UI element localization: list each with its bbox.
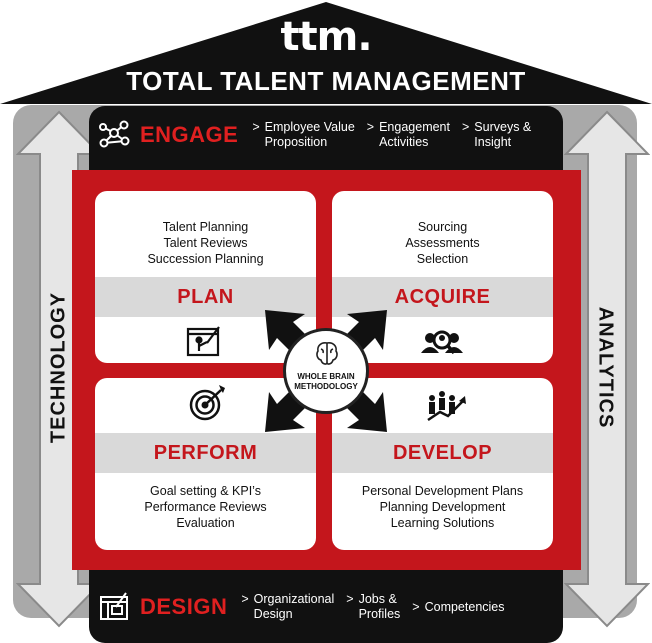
technology-arrow (16, 110, 102, 628)
chevron-right-icon: > (241, 592, 249, 606)
acquire-list: Sourcing Assessments Selection (405, 220, 480, 266)
develop-title: DEVELOP (332, 433, 553, 473)
roof (0, 2, 652, 104)
technology-label: TECHNOLOGY (47, 291, 70, 444)
network-icon (99, 120, 130, 148)
chevron-right-icon: > (412, 599, 420, 614)
chevron-right-icon: > (252, 120, 260, 134)
chevron-right-icon: > (366, 120, 375, 134)
target-icon (189, 385, 225, 421)
team-growth-icon (427, 391, 466, 422)
quadrant-perform: PERFORM Goal setting & KPI’s Performance… (95, 378, 316, 550)
whole-brain-circle: WHOLE BRAIN METHODOLOGY (283, 328, 369, 414)
plan-list: Talent Planning Talent Reviews Successio… (147, 220, 264, 266)
design-title: DESIGN (140, 594, 228, 619)
engage-item-surveys: > Surveys &Insight (461, 120, 532, 149)
page-title: TOTAL TALENT MANAGEMENT (126, 66, 526, 96)
perform-list: Goal setting & KPI’s Performance Reviews… (144, 484, 267, 530)
engage-title: ENGAGE (140, 122, 239, 147)
acquire-title: ACQUIRE (332, 277, 553, 317)
plan-title: PLAN (95, 277, 316, 317)
blueprint-icon (100, 592, 128, 620)
design-item-jobs: > Jobs &Profiles (346, 592, 401, 621)
ttm-logo: ttm. (280, 14, 372, 60)
brain-icon (316, 342, 338, 365)
chevron-right-icon: > (346, 592, 354, 606)
analytics-label: ANALYTICS (594, 306, 617, 429)
perform-title: PERFORM (95, 433, 316, 473)
center-label: WHOLE BRAIN METHODOLOGY (294, 372, 358, 391)
chevron-right-icon: > (461, 120, 470, 134)
planning-board-icon (186, 326, 220, 357)
develop-list: Personal Development Plans Planning Deve… (361, 484, 524, 530)
design-item-competencies: > Competencies (412, 599, 505, 614)
analytics-arrow (564, 110, 650, 628)
people-search-icon (421, 330, 463, 355)
